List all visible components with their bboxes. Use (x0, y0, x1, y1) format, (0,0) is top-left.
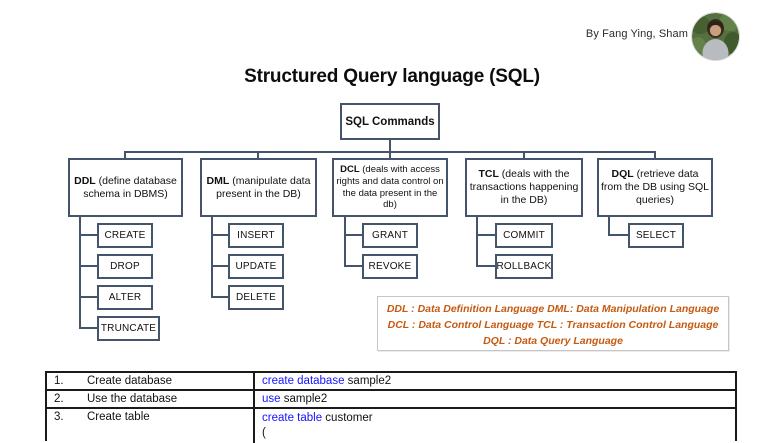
connector-drop-ddl (124, 151, 126, 159)
legend-line-1: DDL : Data Definition Language DML: Data… (386, 303, 720, 315)
leaf-rollback: ROLLBACK (495, 254, 553, 279)
leaf-delete: DELETE (228, 285, 284, 310)
leafstub-select (608, 234, 628, 236)
row-code: use sample2 (255, 391, 735, 407)
node-dcl-desc: (deals with access rights and data contr… (336, 164, 444, 211)
connector-root-stub (389, 139, 391, 152)
node-ddl-desc: (define database schema in DBMS) (83, 174, 177, 200)
row-label: Create table (87, 411, 150, 423)
row-number: 2. (54, 393, 64, 405)
sql-arg: sample2 (344, 375, 392, 387)
leafstub-drop (79, 265, 97, 267)
connector-drop-tcl (523, 151, 525, 159)
node-dql: DQL (retrieve data from the DB using SQL… (597, 158, 713, 217)
sql-keyword: create database (262, 375, 345, 387)
sql-arg: customer (322, 412, 373, 424)
connector-drop-dml (257, 151, 259, 159)
leafstub-commit (476, 234, 495, 236)
row-label: Use the database (87, 393, 178, 405)
leaf-revoke: REVOKE (362, 254, 418, 279)
leafstub-grant (344, 234, 362, 236)
table-row: 1. Create database create database sample… (47, 373, 735, 391)
leafstub-rollback (476, 265, 495, 267)
leaf-insert: INSERT (228, 223, 284, 248)
node-dql-acronym: DQL (611, 168, 634, 181)
node-sql-commands-label: SQL Commands (345, 115, 435, 128)
row-label: Create database (87, 375, 173, 387)
leafline-tcl (476, 217, 478, 266)
table-row: 2. Use the database use sample2 (47, 391, 735, 409)
author-byline: By Fang Ying, Sham (585, 28, 688, 40)
leaf-commit: COMMIT (495, 223, 553, 248)
leaf-alter: ALTER (97, 285, 153, 310)
connector-drop-dql (654, 151, 656, 159)
sql-arg: sample2 (280, 393, 328, 405)
leafline-ddl (79, 217, 81, 328)
node-dcl: DCL (deals with access rights and data c… (332, 158, 448, 217)
author-avatar (692, 13, 739, 60)
node-tcl-desc: (deals with the transactions happening i… (469, 168, 579, 206)
row-code: create table customer ( (255, 409, 735, 443)
leaf-drop: DROP (97, 254, 153, 279)
row-number: 3. (54, 411, 64, 423)
legend-line-3: DQL : Data Query Language (483, 335, 623, 347)
avatar-photo-placeholder (692, 13, 739, 60)
leafstub-delete (211, 296, 228, 298)
leaf-grant: GRANT (362, 223, 418, 248)
leaf-select: SELECT (628, 223, 684, 248)
leaf-update: UPDATE (228, 254, 284, 279)
node-dml-acronym: DML (206, 174, 230, 187)
node-dcl-acronym: DCL (340, 164, 360, 176)
leafstub-update (211, 265, 228, 267)
node-dql-desc: (retrieve data from the DB using SQL que… (601, 168, 709, 206)
node-dml-desc: (manipulate data present in the DB) (216, 174, 311, 200)
row-code: create database sample2 (255, 373, 735, 389)
sql-examples-table: 1. Create database create database sample… (45, 371, 737, 443)
leafstub-create (79, 234, 97, 236)
table-row: 3. Create table create table customer ( (47, 409, 735, 443)
node-ddl: DDL (define database schema in DBMS) (68, 158, 183, 217)
node-ddl-acronym: DDL (74, 174, 96, 187)
connector-drop-dcl (389, 151, 391, 159)
node-sql-commands: SQL Commands (340, 103, 440, 140)
leafline-dql (608, 217, 610, 235)
sql-continuation: ( (262, 427, 266, 439)
acronym-legend: DDL : Data Definition Language DML: Data… (377, 296, 729, 351)
leaf-truncate: TRUNCATE (97, 316, 160, 341)
leafstub-truncate (79, 327, 97, 329)
leafline-dml (211, 217, 213, 297)
leaf-create: CREATE (97, 223, 153, 248)
page-title: Structured Query language (SQL) (244, 66, 540, 87)
sql-keyword: create table (262, 412, 323, 424)
node-tcl-acronym: TCL (478, 168, 499, 181)
sql-keyword: use (262, 393, 281, 405)
leafstub-insert (211, 234, 228, 236)
node-dml: DML (manipulate data present in the DB) (200, 158, 317, 217)
node-tcl: TCL (deals with the transactions happeni… (465, 158, 583, 217)
legend-line-2: DCL : Data Control Language TCL : Transa… (387, 319, 719, 331)
leafline-dcl (344, 217, 346, 266)
leafstub-revoke (344, 265, 362, 267)
leafstub-alter (79, 296, 97, 298)
row-number: 1. (54, 375, 64, 387)
